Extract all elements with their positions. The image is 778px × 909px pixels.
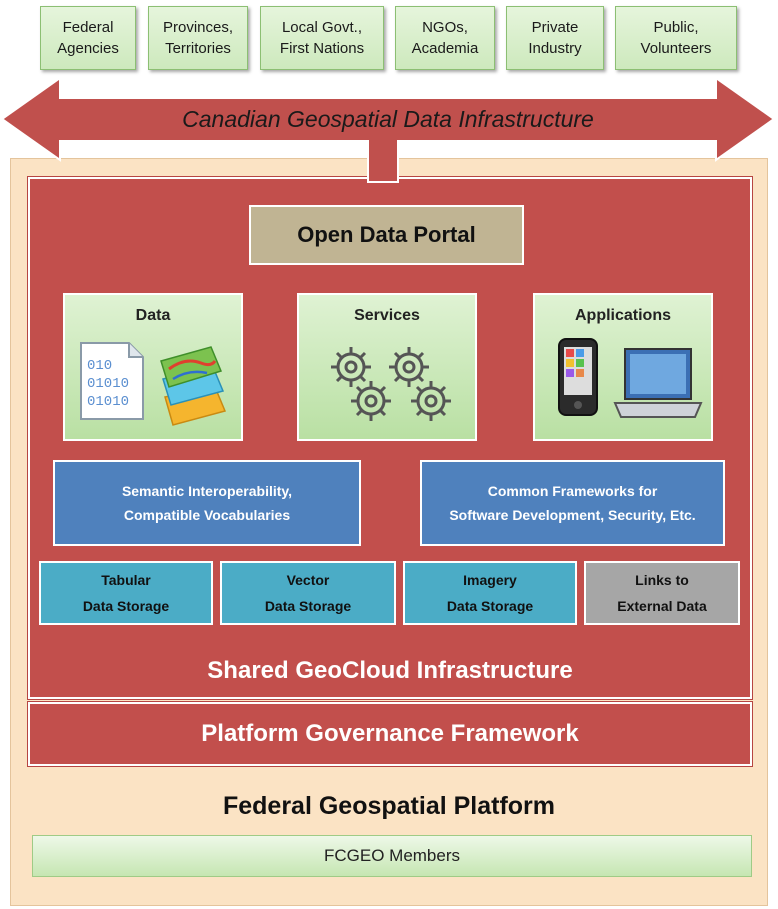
applications-label: Applications bbox=[574, 307, 671, 324]
stakeholder-ngos-academia: NGOs, Academia bbox=[395, 6, 495, 70]
binary-document-icon: 010 01010 01010 bbox=[80, 342, 144, 420]
links-to-external-data: Links to External Data bbox=[584, 561, 740, 625]
stakeholder-provinces-territories: Provinces, Territories bbox=[148, 6, 248, 70]
stakeholder-private-industry: Private Industry bbox=[506, 6, 604, 70]
smartphone-icon bbox=[558, 338, 598, 416]
services-component: Services bbox=[297, 293, 477, 441]
open-data-portal: Open Data Portal bbox=[249, 205, 524, 265]
binary-line-1: 010 bbox=[87, 358, 112, 374]
data-component: Data 010 01010 01010 bbox=[63, 293, 243, 441]
cgdi-arrow bbox=[0, 76, 776, 183]
imagery-data-storage: Imagery Data Storage bbox=[403, 561, 577, 625]
platform-governance-framework: Platform Governance Framework bbox=[28, 702, 752, 766]
platform-governance-label: Platform Governance Framework bbox=[201, 720, 579, 747]
binary-line-3: 01010 bbox=[87, 394, 129, 410]
tabular-data-storage: Tabular Data Storage bbox=[39, 561, 213, 625]
binary-line-2: 01010 bbox=[87, 376, 129, 392]
services-label: Services bbox=[354, 307, 420, 324]
map-layers-icon bbox=[160, 346, 227, 426]
gears-icon bbox=[331, 347, 451, 421]
stakeholder-public-volunteers: Public, Volunteers bbox=[615, 6, 737, 70]
laptop-icon bbox=[613, 348, 703, 418]
semantic-interoperability-box: Semantic Interoperability, Compatible Vo… bbox=[53, 460, 361, 546]
federal-geospatial-platform-label: Federal Geospatial Platform bbox=[222, 792, 556, 820]
stakeholder-federal-agencies: Federal Agencies bbox=[40, 6, 136, 70]
fcgeo-members: FCGEO Members bbox=[32, 835, 752, 877]
cgdi-label: Canadian Geospatial Data Infrastructure bbox=[182, 106, 594, 132]
cgdi-arrow-shape bbox=[0, 76, 776, 183]
applications-component: Applications bbox=[533, 293, 713, 441]
vector-data-storage: Vector Data Storage bbox=[220, 561, 396, 625]
common-frameworks-box: Common Frameworks for Software Developme… bbox=[420, 460, 725, 546]
data-label: Data bbox=[135, 307, 171, 324]
shared-geocloud-label: Shared GeoCloud Infrastructure bbox=[207, 657, 573, 684]
stakeholder-local-govt-first-nations: Local Govt., First Nations bbox=[260, 6, 384, 70]
